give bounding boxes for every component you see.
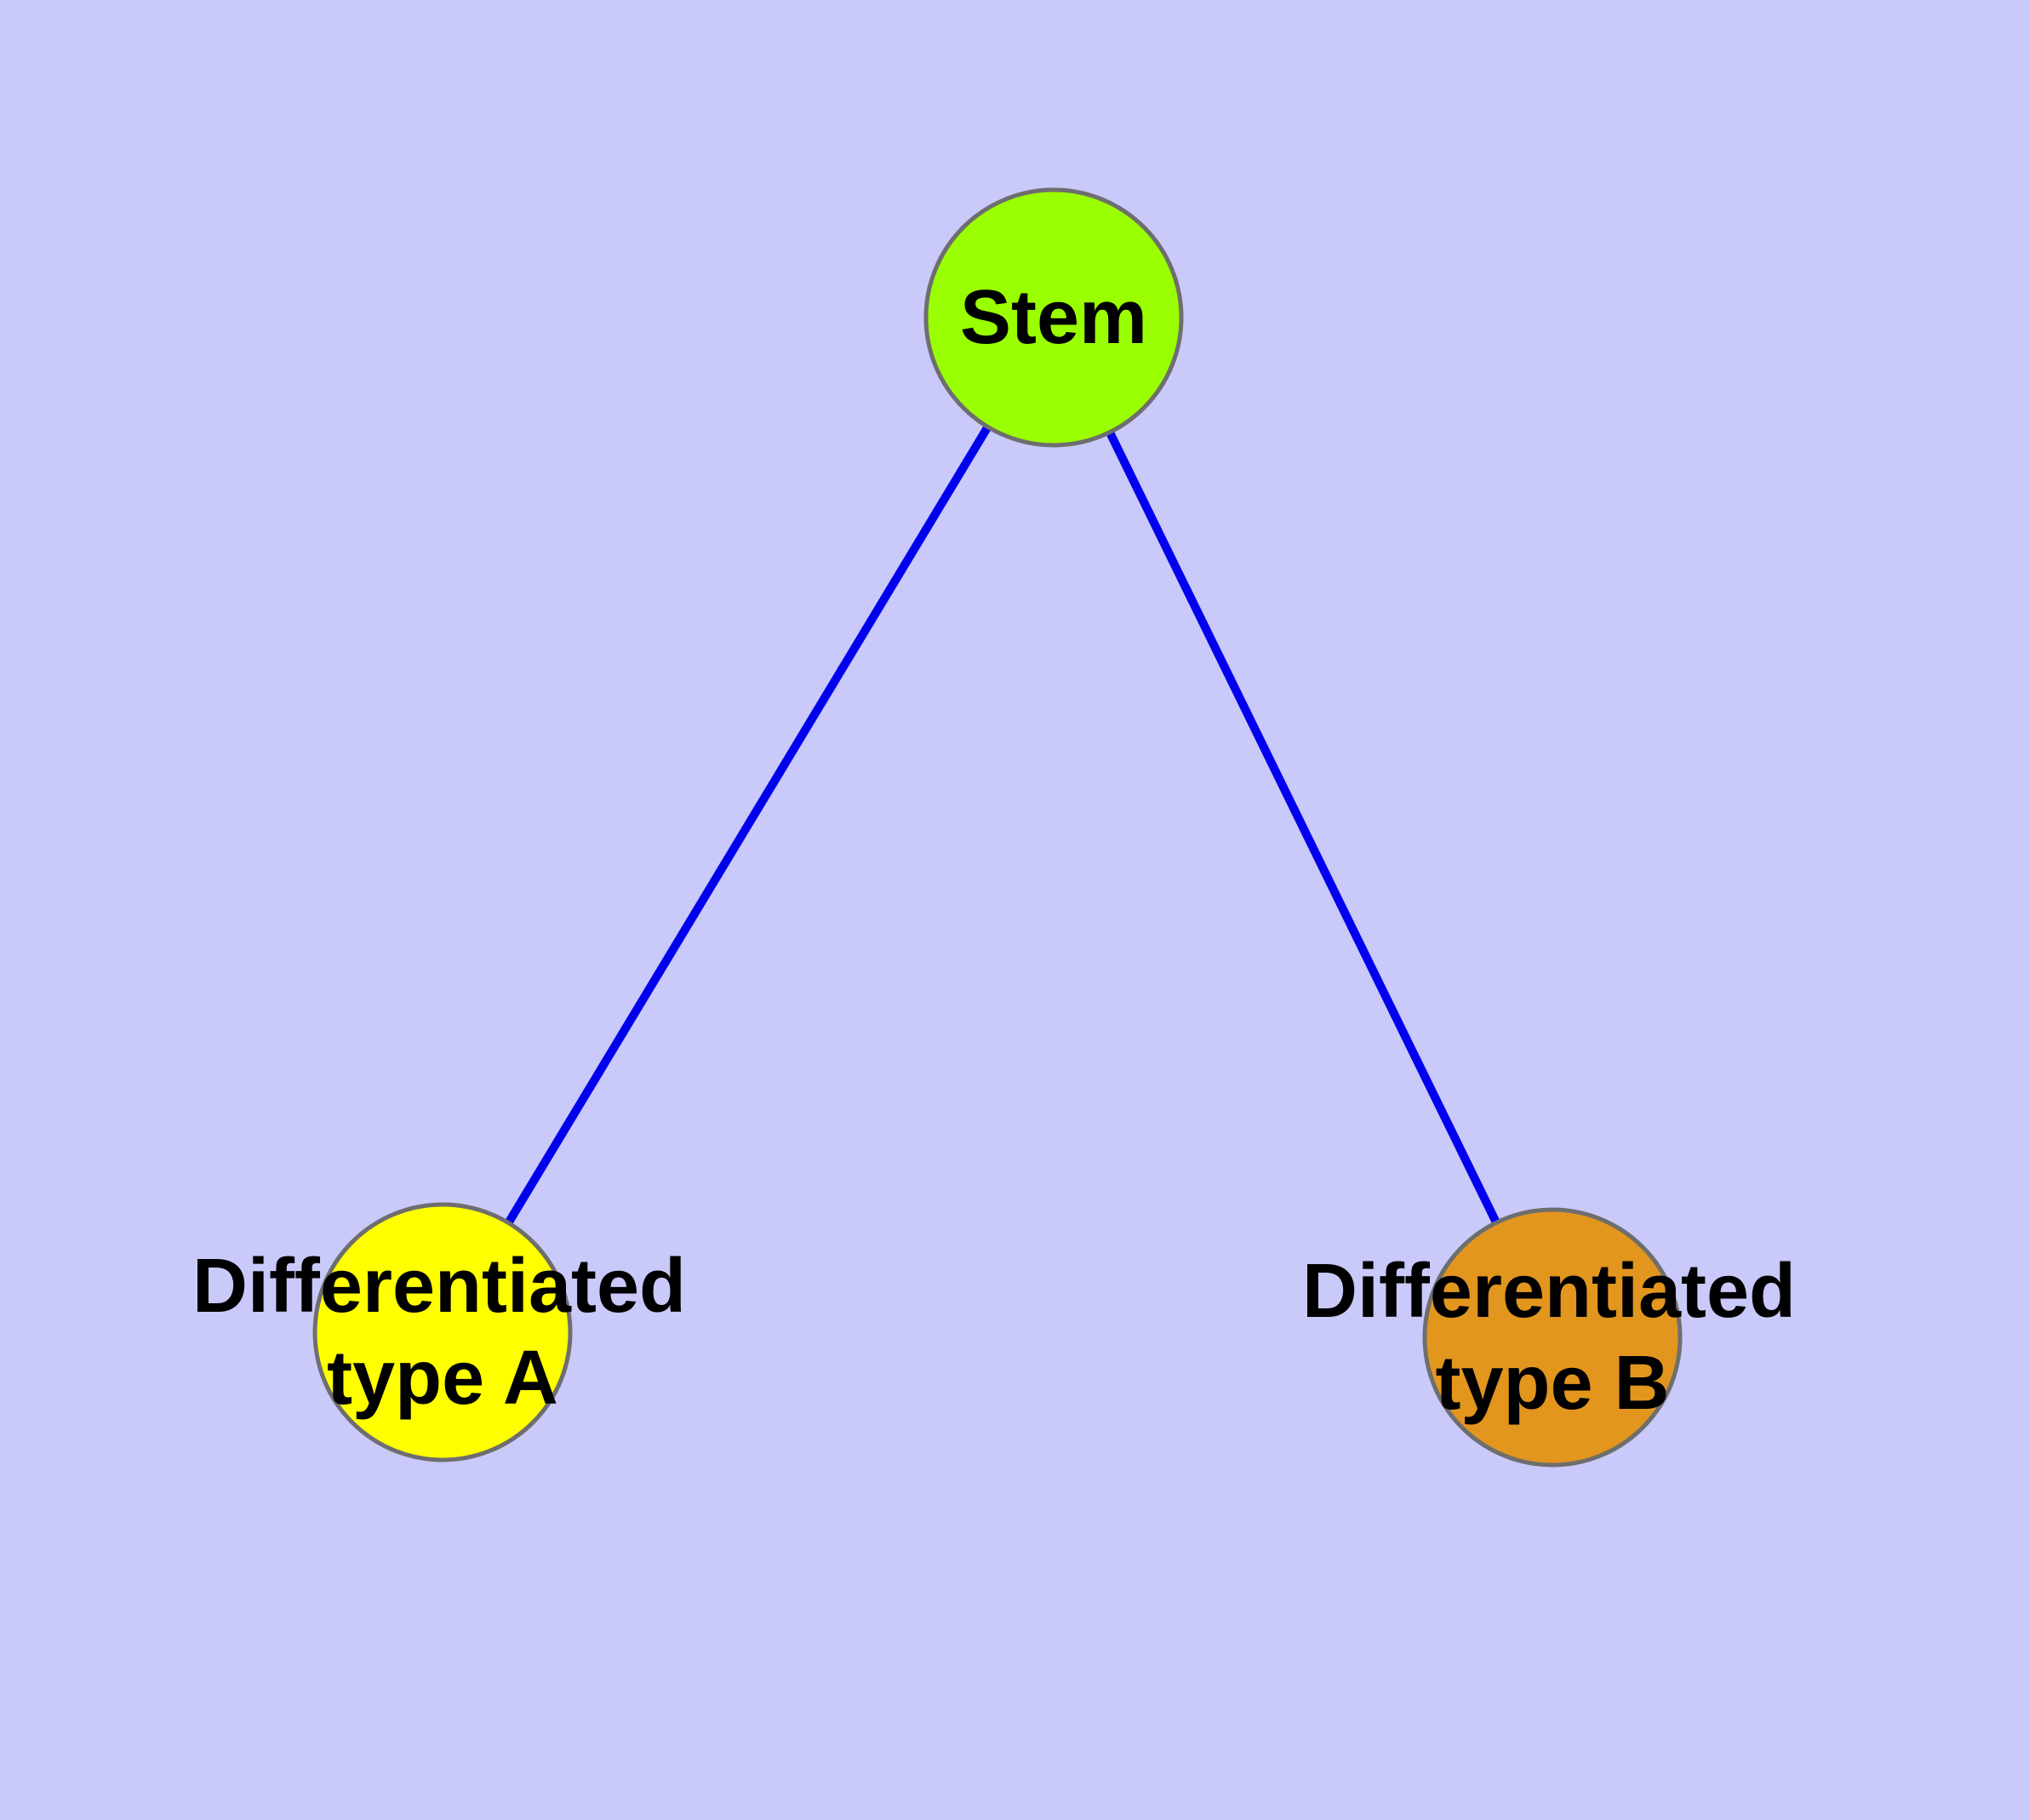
node-stem-label: Stem — [960, 275, 1147, 360]
node-type-b-circle — [1422, 1207, 1683, 1468]
edge-stem-to-type-b — [1049, 315, 1557, 1340]
node-type-b-label-line1: Differentiated — [1302, 1249, 1796, 1334]
node-type-a-label-line1: Differentiated — [192, 1244, 686, 1329]
node-type-a-circle — [312, 1202, 573, 1462]
node-type-a-label-line2: type A — [327, 1336, 558, 1421]
edge-stem-to-type-a — [438, 315, 1058, 1335]
node-stem-circle — [923, 187, 1184, 448]
node-type-b-label-line2: type B — [1435, 1341, 1669, 1426]
